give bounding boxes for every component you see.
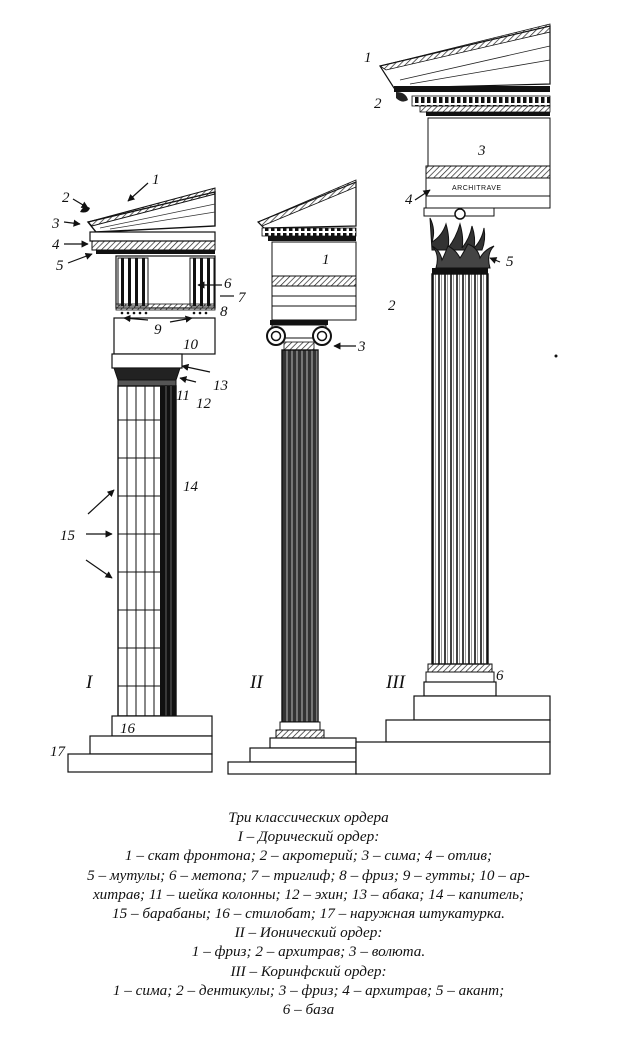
ionic-label-1: 1 xyxy=(322,252,330,268)
caption-corinthian-line-2: 6 – база xyxy=(282,1001,335,1019)
ionic-shaft xyxy=(281,349,319,723)
corinthian-label-6: 6 xyxy=(496,668,504,684)
doric-acroterion xyxy=(80,206,90,213)
doric-drums xyxy=(118,419,160,687)
corinthian-roman-numeral: III xyxy=(385,672,407,693)
caption-corinthian-line-1: 1 – сима; 2 – дентикулы; 3 – фриз; 4 – а… xyxy=(112,981,505,999)
doric-step-2 xyxy=(89,735,213,755)
doric-roman-numeral: I xyxy=(85,672,94,693)
caption-title: Три классических ордера xyxy=(228,809,389,826)
corinthian-frieze xyxy=(427,117,551,167)
doric-abacus xyxy=(111,353,183,369)
caption-doric-line-3: хитрав; 11 – шейка колонны; 12 – эхин; 1… xyxy=(92,885,525,903)
caption-ionic-heading: II – Ионический ордер: xyxy=(234,924,383,942)
corinthian-base xyxy=(427,663,493,673)
corinthian-order: ARCHITRAVE 1 2 3 4 5 6 III xyxy=(355,23,558,775)
caption-corinthian-heading: III – Коринфский ордер: xyxy=(230,962,387,980)
doric-triglyph-right xyxy=(189,257,215,307)
ionic-frieze xyxy=(271,241,357,277)
doric-label-8: 8 xyxy=(220,304,228,320)
doric-label-10: 10 xyxy=(183,337,199,353)
caption-doric-line-4: 15 – барабаны; 16 – стилобат; 17 – наруж… xyxy=(112,905,505,923)
corinthian-capital xyxy=(423,207,495,274)
doric-label-12: 12 xyxy=(196,396,212,412)
doric-label-9: 9 xyxy=(154,322,162,338)
doric-label-3: 3 xyxy=(51,216,60,232)
corinthian-label-3: 3 xyxy=(477,143,486,159)
ionic-base xyxy=(269,737,357,749)
acanthus-leaves xyxy=(429,217,486,251)
three-orders-drawing: 1 2 3 4 5 6 7 8 9 10 11 12 13 14 15 16 1… xyxy=(50,23,558,775)
doric-guttae xyxy=(120,311,208,315)
doric-label-6: 6 xyxy=(224,276,232,292)
doric-label-13: 13 xyxy=(213,378,228,394)
corinthian-label-1: 1 xyxy=(364,50,372,66)
ionic-capital xyxy=(266,320,332,351)
ionic-dentils xyxy=(261,227,357,237)
doric-cornice xyxy=(89,231,216,242)
doric-pediment-slope xyxy=(87,187,216,227)
doric-step-3 xyxy=(67,753,213,773)
ionic-order: 1 2 3 II xyxy=(227,179,396,775)
doric-label-2: 2 xyxy=(62,190,70,206)
figure-caption: Три классических ордера I – Дорический о… xyxy=(0,808,617,1019)
doric-label-7: 7 xyxy=(238,290,247,306)
doric-architrave xyxy=(113,317,216,355)
caption-ionic-line-1: 1 – фриз; 2 – архитрав; 3 – волюта. xyxy=(191,943,426,961)
caption-doric-line-1: 1 – скат фронтона; 2 – акротерий; 3 – си… xyxy=(124,847,493,865)
ionic-volute-left xyxy=(266,326,286,346)
doric-label-11: 11 xyxy=(176,388,190,404)
doric-label-1: 1 xyxy=(152,172,160,188)
doric-triglyph-left xyxy=(117,257,149,307)
corinthian-modillion xyxy=(396,92,408,102)
ionic-architrave xyxy=(271,275,357,287)
corinthian-label-4: 4 xyxy=(405,192,413,208)
doric-label-15: 15 xyxy=(60,528,76,544)
ionic-roman-numeral: II xyxy=(249,672,264,693)
ionic-volute-right xyxy=(312,326,332,346)
doric-label-17: 17 xyxy=(50,744,67,760)
doric-echinus xyxy=(113,367,181,381)
corinthian-architrave-inscription: ARCHITRAVE xyxy=(452,185,502,192)
caption-doric-line-2: 5 – мутулы; 6 – метопа; 7 – триглиф; 8 –… xyxy=(87,866,530,884)
doric-label-16: 16 xyxy=(120,721,136,737)
doric-label-4: 4 xyxy=(52,237,60,253)
corinthian-label-5: 5 xyxy=(506,254,514,270)
corinthian-sima xyxy=(394,86,550,92)
ionic-label-2: 2 xyxy=(388,298,396,314)
corinthian-label-2: 2 xyxy=(374,96,382,112)
doric-label-5: 5 xyxy=(56,258,64,274)
corinthian-dentils xyxy=(411,95,551,107)
doric-order: 1 2 3 4 5 6 7 8 9 10 11 12 13 14 15 16 1… xyxy=(50,172,247,773)
caption-doric-heading: I – Дорический ордер: xyxy=(237,828,380,846)
doric-label-14: 14 xyxy=(183,479,199,495)
corinthian-shaft xyxy=(431,273,489,665)
ionic-label-3: 3 xyxy=(357,339,366,355)
doric-shaft-flutes xyxy=(126,386,155,716)
